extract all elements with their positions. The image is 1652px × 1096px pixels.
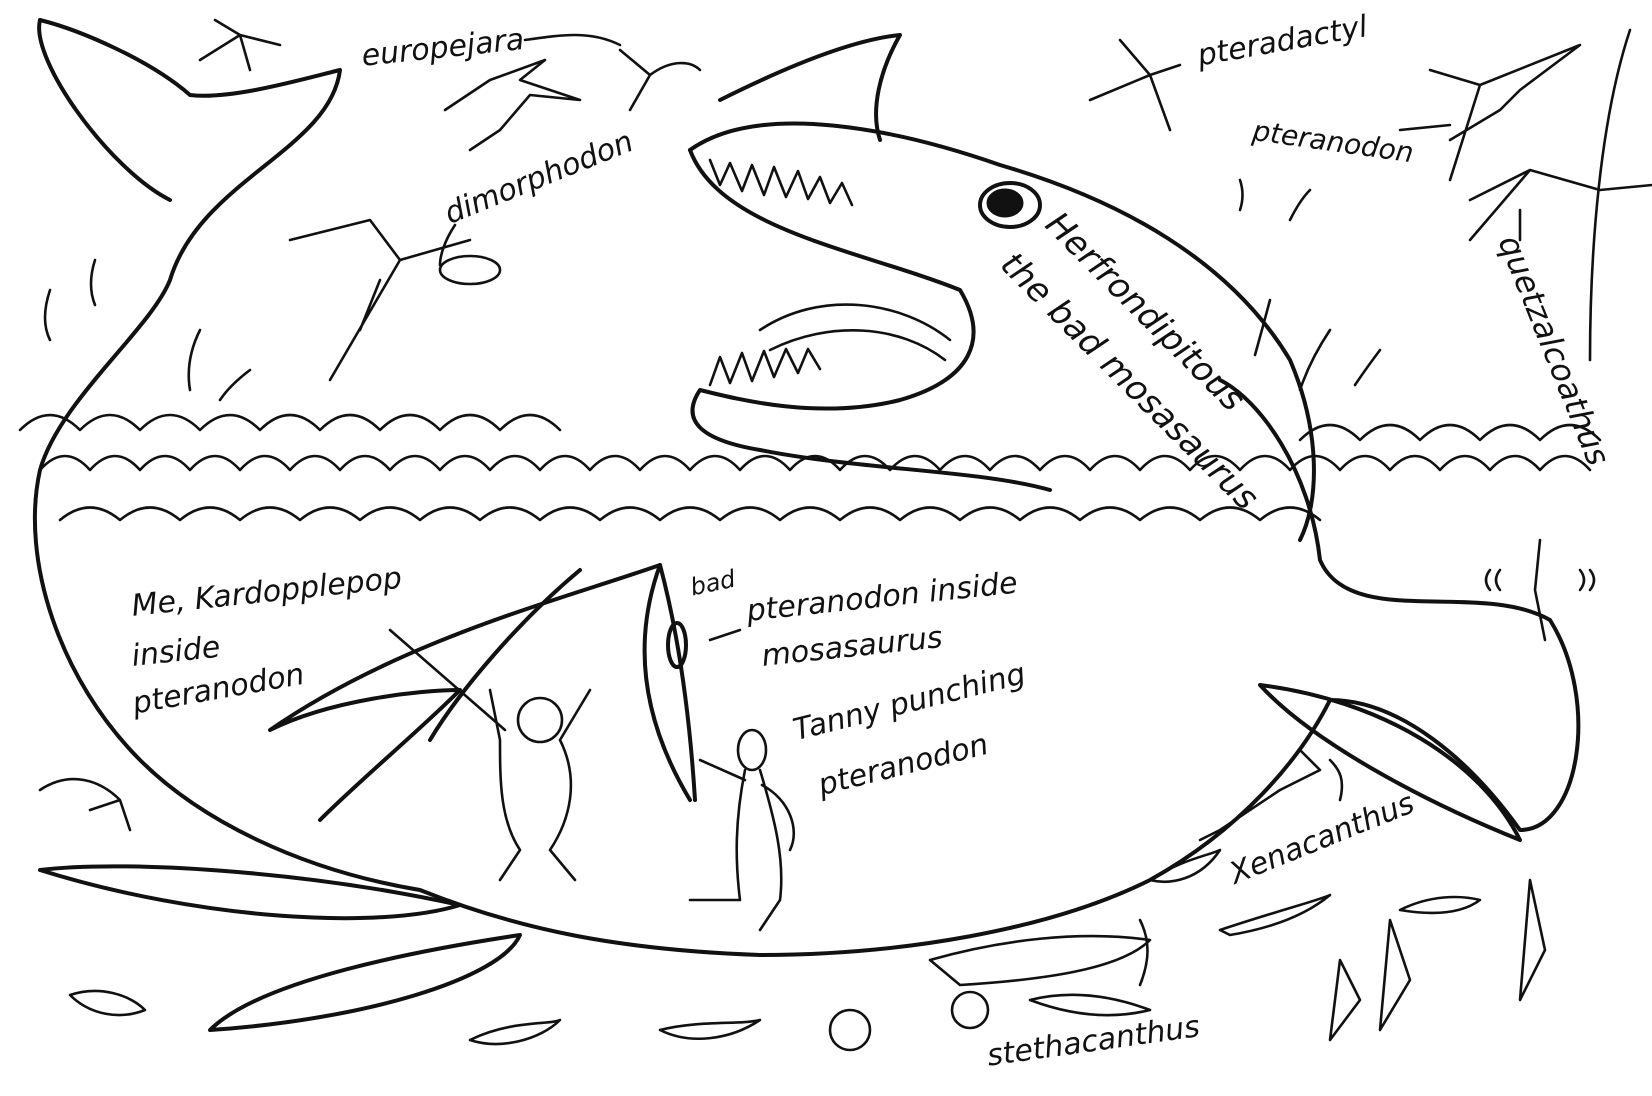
kardopplepop-figure bbox=[488, 688, 592, 882]
pteranodon-inside-mosasaurus bbox=[268, 563, 697, 822]
fish-and-sharks bbox=[38, 538, 1596, 1052]
leader-lines bbox=[388, 33, 1522, 987]
sky-pterosaurs bbox=[198, 18, 1652, 382]
mosasaurus bbox=[688, 33, 1316, 542]
whale bbox=[18, 18, 1602, 1032]
tanny-figure bbox=[688, 728, 795, 932]
